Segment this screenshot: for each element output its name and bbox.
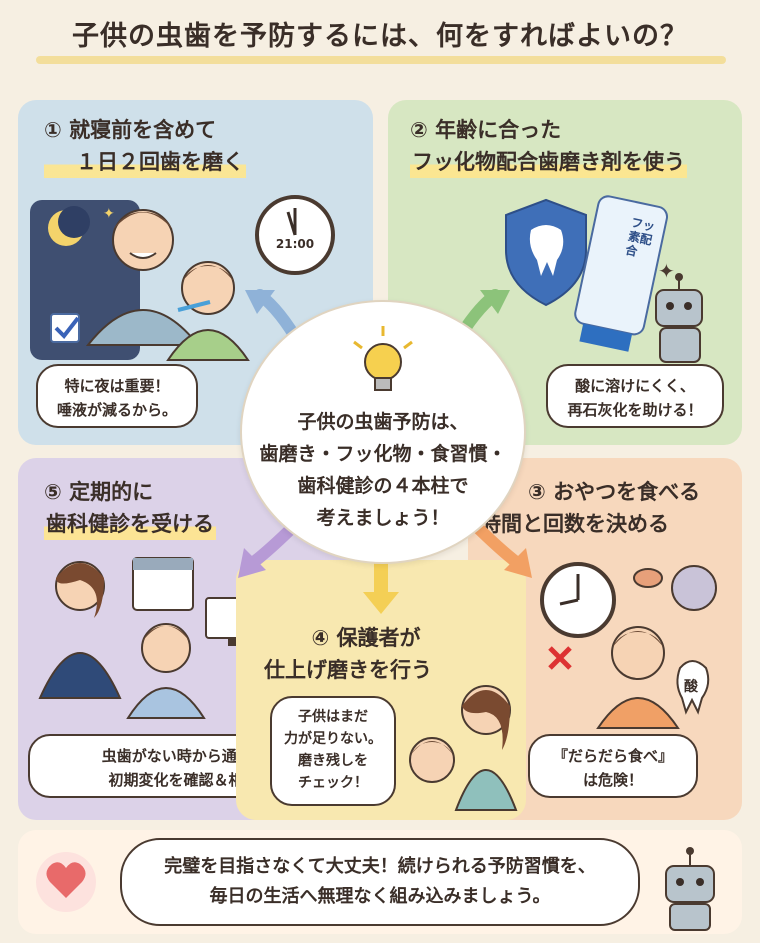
panel-3-heading: ③ おやつを食べる 時間と回数を決める	[480, 480, 701, 536]
center-circle: 子供の虫歯予防は、 歯磨き・フッ化物・食習慣・ 歯科健診の４本柱で 考えましょう…	[240, 300, 526, 564]
child-face	[181, 261, 235, 315]
toothbrush-icon	[177, 300, 211, 312]
finishing-brush-scene	[409, 685, 518, 811]
checkup-scene	[38, 557, 265, 719]
panel-1-heading: ① 就寝前を含めて １日２回歯を磨く	[44, 114, 246, 178]
title-underline	[36, 56, 726, 64]
child-patient-face	[141, 623, 191, 673]
panel-2-heading: ② 年齢に合った フッ化物配合歯磨き剤を使う	[410, 114, 687, 178]
panel-4-heading: ④ 保護者が 仕上げ磨きを行う	[264, 626, 432, 682]
calendar-icon	[132, 557, 194, 611]
panel-fluoride: ② 年齢に合った フッ化物配合歯磨き剤を使う ✦ フッ素配合 酸に溶けにくく、 …	[388, 100, 742, 445]
svg-text:✦: ✦	[103, 206, 115, 222]
acid-label: 酸	[684, 679, 698, 695]
cross-icon	[548, 646, 572, 670]
child-eating-face	[611, 626, 665, 680]
robot-icon	[665, 847, 715, 931]
panel-4-bubble: 子供はまだ 力が足りない。 磨き残しを チェック！	[270, 696, 396, 806]
wall-clock-icon	[540, 562, 616, 638]
clock-time: 21:00	[275, 237, 315, 251]
center-message: 子供の虫歯予防は、 歯磨き・フッ化物・食習慣・ 歯科健診の４本柱で 考えましょう…	[259, 411, 507, 529]
candy-icon	[633, 565, 717, 611]
heart-icon	[46, 862, 86, 898]
footer-message: 完璧を目指さなくて大丈夫！続けられる予防習慣を、 毎日の生活へ無理なく組み込みま…	[120, 838, 640, 926]
page-title: 子供の虫歯を予防するには、何をすればよいの？	[72, 21, 688, 52]
panel-snack-time: ③ おやつを食べる 時間と回数を決める 酸 『だらだら食べ』 は危険！	[468, 458, 742, 820]
panel-checkup: ⑤ 定期的に 歯科健診を受ける 虫歯がない時から通って、 初期変化を確認＆相談！	[18, 458, 363, 820]
panel-2-bubble: 酸に溶けにくく、 再石灰化を助ける！	[546, 364, 724, 428]
robot-icon	[655, 273, 703, 363]
toothpaste-tube-icon	[574, 195, 669, 352]
night-scene: ✦ ✦	[30, 195, 335, 361]
panel-3-bubble: 『だらだら食べ』 は危険！	[528, 734, 698, 798]
checkbox-icon	[50, 313, 80, 343]
child-face	[409, 737, 455, 783]
lightbulb-icon	[353, 326, 413, 391]
footer-panel: 完璧を目指さなくて大丈夫！続けられる予防習慣を、 毎日の生活へ無理なく組み込みま…	[18, 830, 742, 934]
fluoride-scene: ✦	[505, 195, 703, 363]
snack-scene	[540, 562, 717, 729]
tooth-icon	[676, 660, 710, 715]
panel-5-heading: ⑤ 定期的に 歯科健診を受ける	[44, 476, 216, 540]
clock-icon	[255, 195, 335, 275]
svg-text:✦: ✦	[658, 259, 675, 283]
footer-decor	[36, 847, 715, 931]
panel-1-bubble: 特に夜は重要！ 唾液が減るから。	[36, 364, 198, 428]
parent-face	[112, 209, 174, 271]
